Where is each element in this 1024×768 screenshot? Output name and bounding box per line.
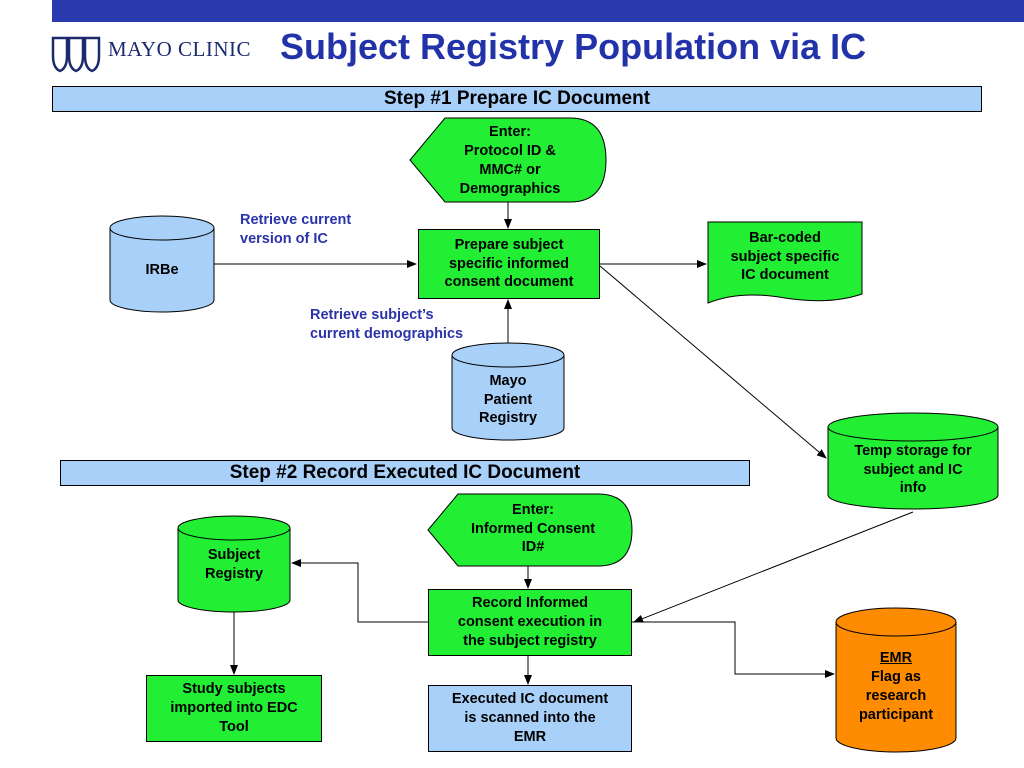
- emr-text: EMR Flag as research participant: [836, 644, 956, 730]
- subject-registry-text: Subject Registry: [204, 547, 264, 582]
- study-subjects-box: Study subjects imported into EDC Tool: [146, 675, 322, 742]
- arrow-record-to-emr: [632, 621, 835, 678]
- step2-enter-text: Enter: Informed Consent ID#: [470, 501, 596, 556]
- barcoded-document-text: Bar-coded subject specific IC document: [730, 229, 840, 284]
- emr-cylinder: [835, 607, 957, 753]
- irbe-cylinder: [109, 215, 215, 313]
- step2-enter-shape: [427, 493, 633, 567]
- step2-banner: Step #2 Record Executed IC Document: [60, 460, 750, 486]
- step1-banner: Step #1 Prepare IC Document: [52, 86, 982, 112]
- arrow-prepare-to-temp: [599, 265, 827, 459]
- emr-body: Flag as research participant: [858, 669, 934, 723]
- temp-storage-text: Temp storage for subject and IC info: [854, 442, 972, 497]
- arrow-record-to-subject-registry: [291, 559, 428, 623]
- logo-text: MAYO CLINIC: [108, 37, 251, 61]
- top-accent-bar: [52, 0, 1024, 22]
- page-title: Subject Registry Population via IC: [280, 26, 867, 67]
- retrieve-demographics-label: Retrieve subject’s current demographics: [310, 307, 464, 342]
- step1-enter-text: Enter: Protocol ID & MMC# or Demographic…: [459, 124, 561, 197]
- retrieve-version-label: Retrieve current version of IC: [240, 212, 352, 247]
- mayo-shield-icon: [51, 36, 101, 73]
- scanned-document-box: Executed IC document is scanned into the…: [428, 685, 632, 752]
- irbe-label: IRBe: [145, 261, 179, 278]
- barcoded-document-shape: [707, 221, 863, 304]
- emr-title: EMR: [879, 650, 913, 667]
- record-consent-box: Record Informed consent execution in the…: [428, 589, 632, 656]
- subject-registry-cylinder: [177, 515, 291, 613]
- mayo-registry-text: Mayo Patient Registry: [478, 372, 538, 427]
- prepare-consent-box: Prepare subject specific informed consen…: [418, 229, 600, 299]
- temp-storage-cylinder: [827, 412, 999, 510]
- step1-enter-shape: [409, 117, 607, 203]
- mayo-registry-cylinder: [451, 342, 565, 441]
- arrow-temp-to-record: [633, 511, 914, 623]
